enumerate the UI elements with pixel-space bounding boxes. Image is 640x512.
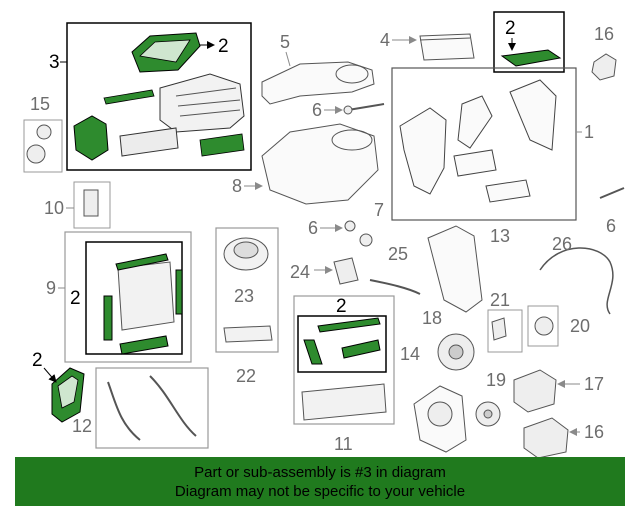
part-20-actuator[interactable]: 20 [527,305,590,347]
banner-line-1: Part or sub-assembly is #3 in diagram [194,464,446,481]
callout-18: 18 [422,308,442,328]
part-2-seal-left-highlight[interactable] [103,295,113,341]
callout-2c: 2 [70,288,81,309]
part-11-evaporator-core[interactable] [301,383,387,421]
part-11-box: 2 11 [293,295,395,454]
part-18-gear[interactable]: 18 [422,308,475,371]
part-2-seal-upper-highlight[interactable] [317,317,381,333]
part-16-motor[interactable]: 16 [523,417,604,459]
callout-14: 14 [400,344,420,364]
part-2-seal-left-11-highlight[interactable] [303,339,323,365]
callout-6b: 6 [308,218,318,238]
part-21-actuators[interactable]: 21 [487,290,523,353]
callout-16a: 16 [594,24,614,44]
part-14-cover[interactable]: 14 [400,344,467,453]
part-10-box[interactable]: 10 [44,181,111,229]
part-9-box: 9 2 [46,231,192,363]
callout-1: 1 [584,122,594,142]
part-2-seal-right-highlight[interactable] [175,269,183,315]
hvac-case-body[interactable] [159,73,245,133]
group-3-box: 3 2 [49,22,252,171]
part-25-harness[interactable]: 25 [369,244,421,295]
part-12-box: 12 [72,367,209,449]
part-19-gear[interactable]: 19 [475,370,506,427]
part-22-box: 23 22 [215,227,279,386]
callout-4: 4 [380,30,390,50]
callout-23: 23 [234,286,254,306]
callout-12: 12 [72,416,92,436]
info-banner: Part or sub-assembly is #3 in diagram Di… [15,457,625,506]
callout-10: 10 [44,198,64,218]
callout-25: 25 [388,244,408,264]
callout-26: 26 [552,234,572,254]
part-2-seal-right-11-highlight[interactable] [341,339,381,359]
callout-20: 20 [570,316,590,336]
part-6-screw-lower[interactable]: 6 [308,218,356,238]
part-5-duct[interactable]: 5 [261,32,375,105]
part-7-bolt[interactable]: 7 [359,200,384,247]
callout-5: 5 [280,32,290,52]
part-2-actuator-left-highlight[interactable] [73,115,109,161]
part-1-box: 1 [391,67,594,221]
callout-8: 8 [232,176,242,196]
part-13-cover[interactable]: 13 [427,225,510,313]
part-2-door-left[interactable]: 2 [32,350,85,423]
callout-16b: 16 [584,422,604,442]
callout-3: 3 [49,52,60,73]
part-8-lower-case[interactable]: 8 [232,123,379,205]
callout-7: 7 [374,200,384,220]
banner-line-2: Diagram may not be specific to your vehi… [174,483,466,500]
callout-2e: 2 [32,350,43,371]
callout-2a: 2 [218,36,229,57]
part-2-seal-top-highlight[interactable] [115,253,169,271]
callout-9: 9 [46,278,56,298]
callout-22: 22 [236,366,256,386]
callout-24: 24 [290,262,310,282]
part-24-resistor[interactable]: 24 [290,257,359,285]
part-2-top-right-box: 2 [493,11,565,73]
callout-6c: 6 [606,216,616,236]
callout-2d: 2 [336,296,347,317]
part-16-top[interactable]: 16 [591,24,617,81]
callout-13: 13 [490,226,510,246]
part-15-box[interactable]: 15 [23,94,63,173]
callout-2b: 2 [505,18,516,39]
part-17-motor[interactable]: 17 [513,369,604,413]
callout-11: 11 [334,434,353,454]
part-26-harness[interactable]: 26 [539,234,614,315]
callout-19: 19 [486,370,506,390]
part-6-screw-right[interactable]: 6 [599,187,625,236]
part-6-screw-upper[interactable]: 6 [312,100,385,120]
callout-17: 17 [584,374,604,394]
part-4-filter[interactable]: 4 [380,30,475,61]
part-2-seal-highlight[interactable] [500,49,562,67]
callout-6a: 6 [312,100,322,120]
part-2-seal-bottom-highlight[interactable] [119,335,169,355]
callout-15: 15 [30,94,50,114]
callout-21: 21 [490,290,510,310]
